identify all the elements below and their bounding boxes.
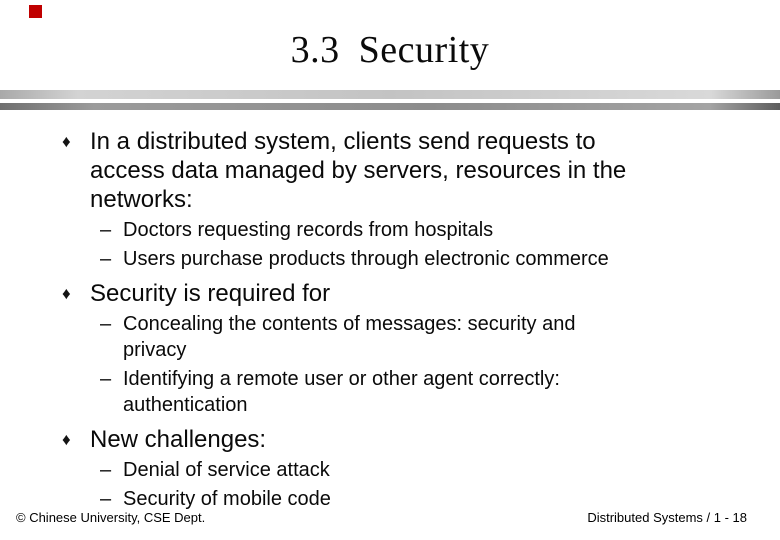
dash-bullet-icon: – [100, 219, 112, 241]
dash-bullet-icon: – [100, 313, 112, 335]
title-divider-light-bar [0, 90, 780, 99]
sub-bullet-item: – Identifying a remote user or other age… [100, 366, 752, 418]
bullet-line: networks: [90, 186, 193, 213]
slide-body: ♦ In a distributed system, clients send … [62, 113, 752, 512]
bullet-line: access data managed by servers, resource… [90, 157, 627, 184]
dash-bullet-icon: – [100, 459, 112, 481]
dash-bullet-icon: – [100, 368, 112, 390]
sub-bullet-text: Concealing the contents of messages: sec… [123, 311, 575, 363]
sub-bullet-line: privacy [123, 339, 187, 361]
sub-bullet-item: – Users purchase products through electr… [100, 246, 752, 272]
diamond-bullet-icon: ♦ [62, 132, 71, 151]
sub-bullet-item: – Doctors requesting records from hospit… [100, 217, 752, 243]
red-square-decoration [29, 5, 42, 18]
dash-bullet-icon: – [100, 248, 112, 270]
dash-bullet-icon: – [100, 488, 112, 510]
diamond-bullet-icon: ♦ [62, 430, 71, 449]
sub-bullet-line: Denial of service attack [123, 459, 330, 481]
sub-bullet-text: Security of mobile code [123, 486, 331, 512]
sub-bullet-line: authentication [123, 394, 248, 416]
sub-bullet-text: Doctors requesting records from hospital… [123, 217, 493, 243]
sub-bullet-text: Denial of service attack [123, 457, 330, 483]
sub-bullet-line: Users purchase products through electron… [123, 248, 609, 270]
sub-bullet-line: Identifying a remote user or other agent… [123, 368, 560, 390]
bullet-item: ♦ In a distributed system, clients send … [62, 127, 752, 214]
sub-bullet-text: Identifying a remote user or other agent… [123, 366, 560, 418]
sub-bullet-text: Users purchase products through electron… [123, 246, 609, 272]
sub-bullet-line: Doctors requesting records from hospital… [123, 219, 494, 241]
diamond-bullet-icon: ♦ [62, 284, 71, 303]
bullet-item: ♦ Security is required for [62, 279, 752, 308]
footer-page-info: Distributed Systems / 1 - 18 [587, 510, 747, 525]
bullet-text: In a distributed system, clients send re… [90, 127, 626, 214]
sub-bullet-line: Security of mobile code [123, 488, 331, 510]
sub-bullet-line: Concealing the contents of messages: sec… [123, 313, 576, 335]
title-divider-dark-bar [0, 103, 780, 110]
bullet-line: In a distributed system, clients send re… [90, 128, 596, 155]
footer-copyright: © Chinese University, CSE Dept. [16, 510, 206, 525]
bullet-line: Security is required for [90, 280, 331, 307]
bullet-item: ♦ New challenges: [62, 425, 752, 454]
slide-title: 3.3 Security [290, 29, 490, 71]
bullet-line: New challenges: [90, 426, 267, 453]
bullet-text: New challenges: [90, 425, 266, 454]
sub-bullet-item: – Security of mobile code [100, 486, 752, 512]
sub-bullet-item: – Concealing the contents of messages: s… [100, 311, 752, 363]
bullet-text: Security is required for [90, 279, 330, 308]
sub-bullet-item: – Denial of service attack [100, 457, 752, 483]
